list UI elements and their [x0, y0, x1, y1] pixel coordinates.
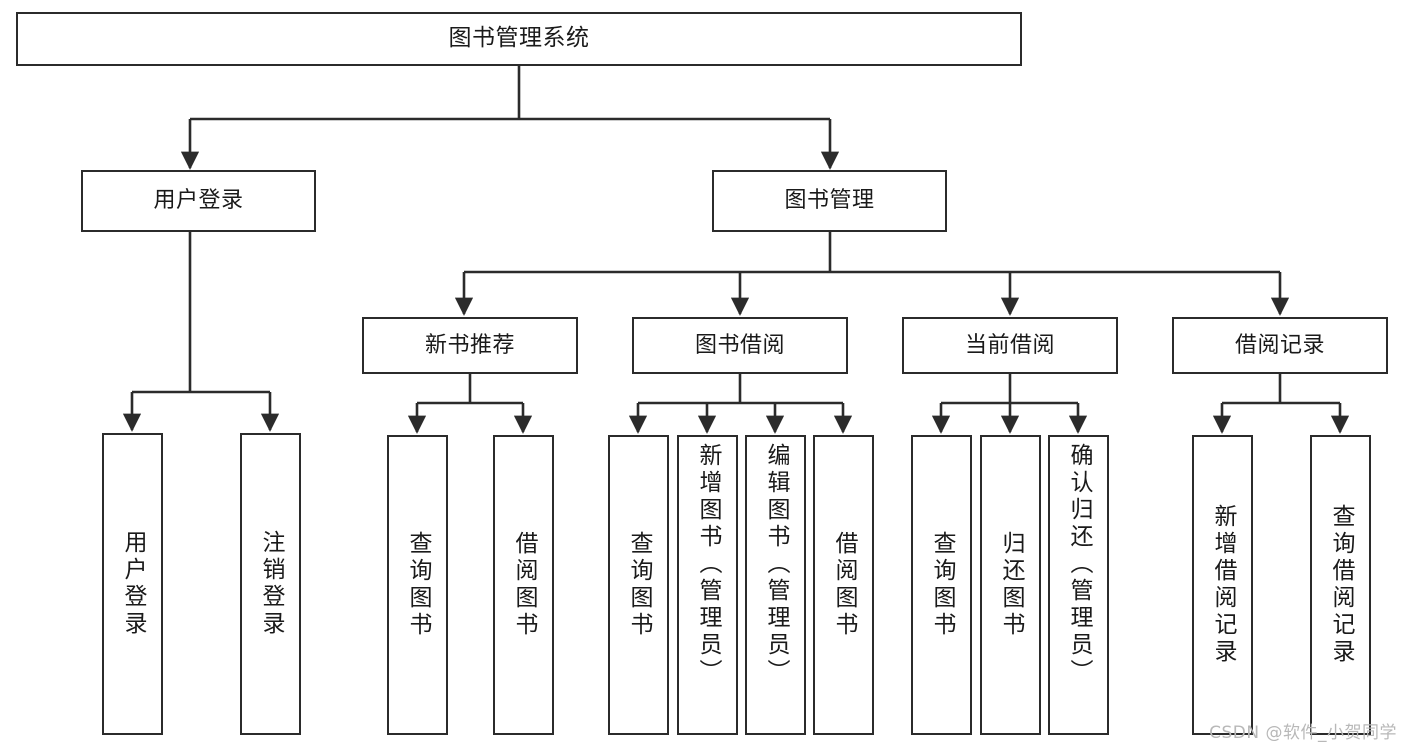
leaf-user-login-logout-label: 注销登录	[258, 530, 284, 638]
leaf-book-borrow-query-book-label: 查询图书	[626, 531, 652, 639]
node-book-management[interactable]: 图书管理	[712, 170, 947, 232]
leaf-user-login-logout[interactable]: 注销登录	[240, 433, 301, 735]
leaf-new-book-query-book[interactable]: 查询图书	[387, 435, 448, 735]
leaf-current-borrow-confirm-return-label: 确认归还（管理员）	[1066, 443, 1092, 686]
node-book-borrow-label: 图书借阅	[694, 332, 785, 358]
leaf-user-login-login-label: 用户登录	[120, 530, 146, 638]
node-new-book-recommend-label: 新书推荐	[424, 332, 515, 358]
node-root-system[interactable]: 图书管理系统	[16, 12, 1022, 66]
leaf-user-login-login[interactable]: 用户登录	[102, 433, 163, 735]
leaf-book-borrow-add-book-label: 新增图书（管理员）	[695, 443, 721, 686]
leaf-new-book-borrow-book-label: 借阅图书	[511, 531, 537, 639]
node-user-login-label: 用户登录	[153, 188, 244, 214]
node-new-book-recommend[interactable]: 新书推荐	[362, 317, 578, 374]
node-root-system-label: 图书管理系统	[448, 25, 590, 52]
leaf-current-borrow-confirm-return[interactable]: 确认归还（管理员）	[1048, 435, 1109, 735]
leaf-new-book-query-book-label: 查询图书	[405, 531, 431, 639]
node-current-borrow[interactable]: 当前借阅	[902, 317, 1118, 374]
leaf-borrow-records-query-record-label: 查询借阅记录	[1328, 504, 1354, 666]
leaf-book-borrow-borrow-book[interactable]: 借阅图书	[813, 435, 874, 735]
node-book-borrow[interactable]: 图书借阅	[632, 317, 848, 374]
leaf-borrow-records-add-record-label: 新增借阅记录	[1210, 504, 1236, 666]
leaf-book-borrow-edit-book-label: 编辑图书（管理员）	[763, 443, 789, 686]
node-user-login[interactable]: 用户登录	[81, 170, 316, 232]
node-current-borrow-label: 当前借阅	[964, 332, 1055, 358]
node-borrow-records-label: 借阅记录	[1234, 332, 1325, 358]
leaf-current-borrow-return-book[interactable]: 归还图书	[980, 435, 1041, 735]
leaf-current-borrow-query-book-label: 查询图书	[929, 531, 955, 639]
node-borrow-records[interactable]: 借阅记录	[1172, 317, 1388, 374]
leaf-book-borrow-add-book[interactable]: 新增图书（管理员）	[677, 435, 738, 735]
leaf-current-borrow-return-book-label: 归还图书	[998, 531, 1024, 639]
leaf-book-borrow-edit-book[interactable]: 编辑图书（管理员）	[745, 435, 806, 735]
leaf-book-borrow-query-book[interactable]: 查询图书	[608, 435, 669, 735]
leaf-borrow-records-add-record[interactable]: 新增借阅记录	[1192, 435, 1253, 735]
leaf-current-borrow-query-book[interactable]: 查询图书	[911, 435, 972, 735]
leaf-new-book-borrow-book[interactable]: 借阅图书	[493, 435, 554, 735]
node-book-management-label: 图书管理	[784, 188, 875, 214]
leaf-book-borrow-borrow-book-label: 借阅图书	[831, 531, 857, 639]
leaf-borrow-records-query-record[interactable]: 查询借阅记录	[1310, 435, 1371, 735]
